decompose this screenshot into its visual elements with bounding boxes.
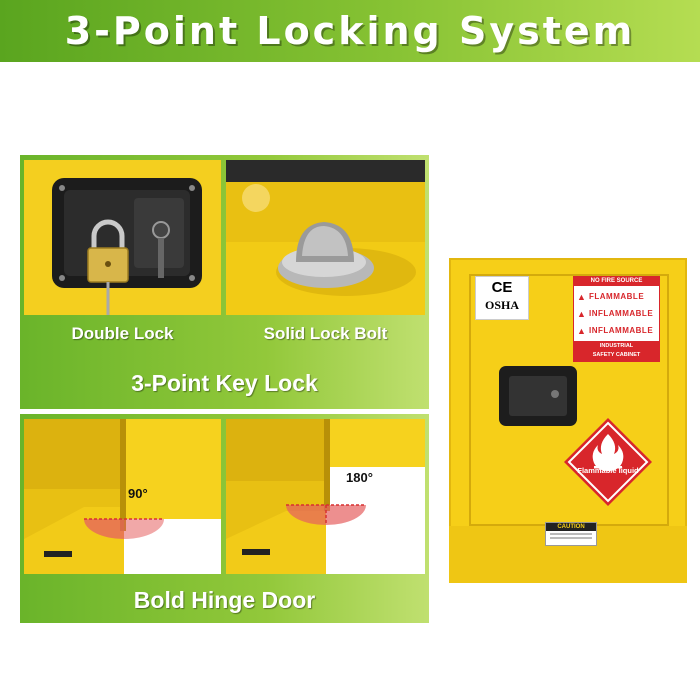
- warning-footer: INDUSTRIAL SAFETY CABINET: [574, 341, 659, 361]
- warning-triangle-icon: ▲: [577, 308, 586, 319]
- caution-text: [550, 533, 592, 535]
- warning-line: ▲ INFLAMMABLE: [577, 325, 654, 336]
- warning-line: ▲ FLAMMABLE: [577, 291, 645, 302]
- hinge-90-photo: [24, 419, 221, 574]
- hinge-180-photo: [226, 419, 425, 574]
- hinge-180-angle: 180°: [346, 470, 373, 485]
- lock-bolt-photo: [226, 160, 425, 315]
- hinge-90-angle: 90°: [128, 486, 148, 501]
- warning-triangle-icon: ▲: [577, 325, 586, 336]
- diamond-label: Flammable liquid: [577, 466, 639, 475]
- hinge-panel-title: Bold Hinge Door: [133, 587, 316, 613]
- lock-panel-title: 3-Point Key Lock: [131, 370, 318, 396]
- ce-mark: CE: [491, 279, 513, 296]
- double-lock-photo: [24, 160, 221, 315]
- flammable-diamond: [564, 418, 652, 506]
- warning-lines: ▲ FLAMMABLE ▲ INFLAMMABLE ▲ INFLAMMABLE: [574, 286, 659, 341]
- keyhole-icon: [551, 390, 559, 398]
- lock-bolt-caption: Solid Lock Bolt: [263, 324, 388, 343]
- flame-icon: [592, 434, 624, 471]
- certification-label: CE OSHA: [475, 276, 529, 320]
- osha-mark: OSHA: [484, 298, 519, 312]
- safety-cabinet: CE OSHA NO FIRE SOURCE ▲ FLAMMABLE ▲ INF…: [449, 258, 687, 583]
- key-icon: [152, 221, 170, 278]
- warning-header: NO FIRE SOURCE: [574, 277, 659, 286]
- header-banner: [0, 0, 700, 62]
- padlock-icon: [87, 219, 129, 283]
- double-lock-caption: Double Lock: [71, 324, 174, 343]
- caution-label: CAUTION: [546, 523, 596, 531]
- warning-line: ▲ INFLAMMABLE: [577, 308, 654, 319]
- door-handle[interactable]: [499, 366, 577, 426]
- caution-sticker: CAUTION: [545, 522, 597, 546]
- page-title: 3-Point Locking System: [64, 9, 636, 53]
- warning-label: NO FIRE SOURCE ▲ FLAMMABLE ▲ INFLAMMABLE…: [573, 276, 660, 362]
- caution-text: [550, 537, 592, 539]
- warning-triangle-icon: ▲: [577, 291, 586, 302]
